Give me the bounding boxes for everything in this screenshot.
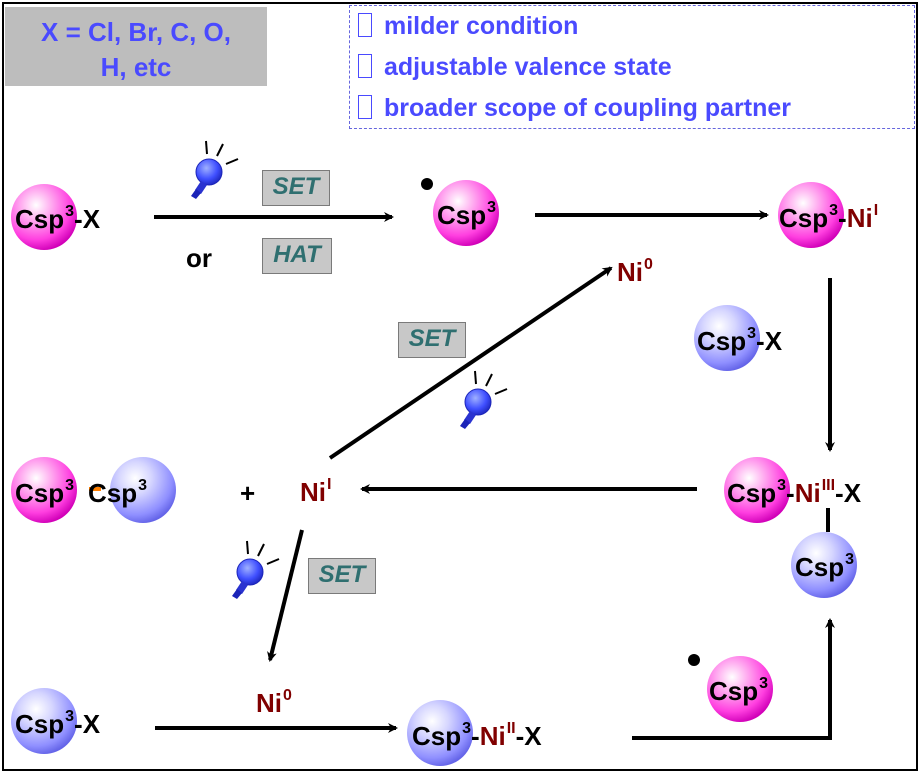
species-ni1-center: NiI: [300, 476, 332, 507]
advantage-item: adjustable valence state: [358, 53, 672, 82]
plus-sign: +: [240, 478, 256, 508]
species-csp3-ni3-x: Csp3-NiIII-X: [727, 477, 862, 508]
hat-tag: HAT: [262, 238, 332, 274]
arrow-nii-to-niiii: [632, 618, 835, 740]
x-definition-line1: X = Cl, Br, C, O,: [41, 17, 231, 47]
species-ni0-top: Ni0: [617, 256, 653, 287]
radical-dot-icon: [688, 654, 700, 666]
checkbox-icon: [358, 54, 372, 78]
sphere-pink-radical-bottom: [707, 656, 773, 722]
species-ni0-bottom: Ni0: [256, 687, 292, 718]
sphere-blue-bottom-left: [11, 688, 77, 754]
sphere-blue-nii: [407, 700, 473, 766]
spheres: [11, 180, 857, 766]
arrow-ni1-to-ni0-top: [328, 266, 613, 460]
sphere-pink-product: [11, 457, 77, 523]
advantage-item: broader scope of coupling partner: [358, 94, 791, 123]
sphere-pink-nii: [778, 182, 844, 248]
x-definition-line2: H, etc: [100, 52, 172, 82]
sphere-pink-niiii: [724, 457, 790, 523]
or-label: or: [186, 243, 212, 273]
set-tag-bottom: SET: [308, 558, 376, 594]
set-tag-middle: SET: [398, 322, 466, 358]
x-definition-box: X = Cl, Br, C, O, H, etc: [5, 7, 267, 86]
species-csp3-x-bottom: Csp3-X: [15, 708, 101, 739]
species-csp3-x-blue: Csp3-X: [697, 325, 783, 356]
advantages-box: milder condition adjustable valence stat…: [349, 5, 915, 129]
lightbulb-icon: [190, 140, 239, 200]
lightbulb-icon: [231, 540, 280, 600]
species-csp3-radical: Csp3: [437, 199, 497, 230]
sphere-blue-reagent: [694, 305, 760, 371]
advantage-item: milder condition: [358, 12, 578, 41]
arrow-ni1-to-ni0-bottom: [267, 529, 304, 662]
checkbox-icon: [358, 13, 372, 37]
species-csp3-ni3-ligand: Csp3: [795, 551, 855, 582]
checkbox-icon: [358, 95, 372, 119]
species-csp3-x-top: Csp3-X: [15, 203, 101, 234]
sphere-pink-start: [11, 184, 77, 250]
set-tag-top: SET: [262, 170, 330, 206]
reaction-arrows: [154, 210, 835, 740]
species-csp3-ni1: Csp3-NiI: [779, 202, 879, 233]
sphere-blue-niiii: [791, 532, 857, 598]
species-csp3-ni2-x: Csp3-NiII-X: [412, 720, 542, 751]
lightbulb-icon: [459, 370, 508, 430]
sphere-blue-product: [110, 457, 176, 523]
species-csp3-radical-bottom: Csp3: [709, 675, 769, 706]
sphere-pink-radical: [433, 180, 499, 246]
radical-dot-icon: [421, 178, 433, 190]
